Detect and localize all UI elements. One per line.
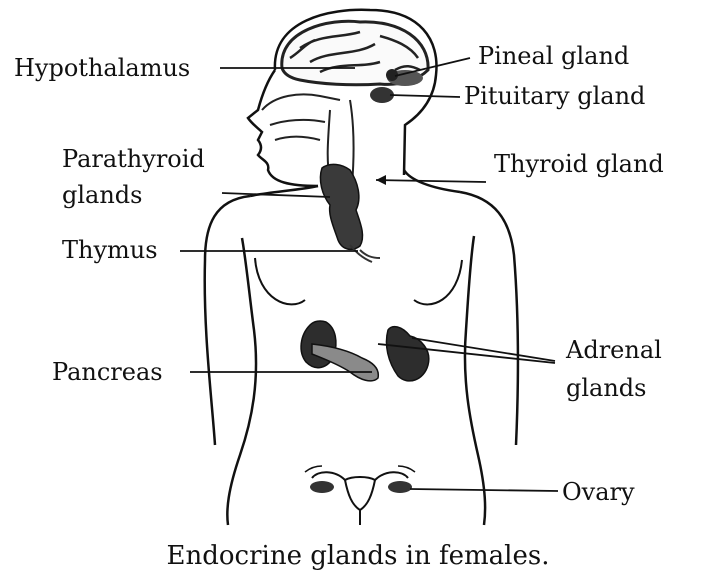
label-hypothalamus: Hypothalamus — [14, 54, 190, 82]
leader-pituitary — [390, 95, 460, 97]
torso-right — [465, 236, 485, 525]
label-pituitary-gland: Pituitary gland — [464, 82, 645, 110]
thyroid-cluster — [320, 164, 362, 249]
label-pancreas: Pancreas — [52, 358, 163, 386]
label-thymus: Thymus — [62, 236, 158, 264]
torso-left — [227, 238, 256, 525]
ovary-right — [388, 481, 412, 493]
label-pineal-gland: Pineal gland — [478, 42, 629, 70]
adrenal-right — [386, 327, 428, 381]
label-adrenal-line1: Adrenal — [566, 336, 662, 364]
figure-caption: Endocrine glands in females. — [0, 541, 716, 571]
breast-right — [414, 260, 462, 304]
label-ovary: Ovary — [562, 478, 635, 506]
label-parathyroid-line2: glands — [62, 181, 142, 209]
breast-left — [255, 258, 305, 304]
label-parathyroid-line1: Parathyroid — [62, 145, 205, 173]
label-adrenal-line2: glands — [566, 374, 646, 402]
leader-thyroid — [376, 180, 486, 182]
leader-parathyroid — [222, 193, 330, 197]
left-arm — [205, 196, 250, 445]
uterus — [345, 477, 375, 525]
hip-lines — [305, 466, 415, 472]
leader-ovary — [410, 489, 558, 491]
leader-thyroid-arrow — [376, 175, 386, 185]
label-thyroid-gland: Thyroid gland — [494, 150, 664, 178]
ovary-left — [310, 481, 334, 493]
